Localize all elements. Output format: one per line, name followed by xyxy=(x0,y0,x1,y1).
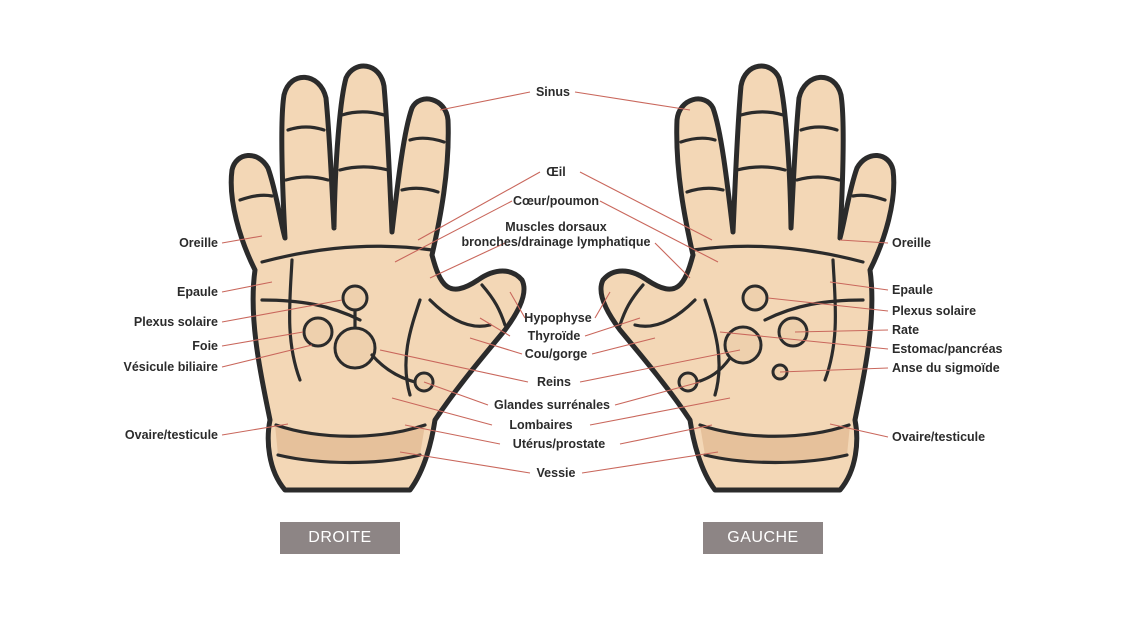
label-left-ovaire-testicule: Ovaire/testicule xyxy=(892,430,985,444)
label-coeur-poumon: Cœur/poumon xyxy=(513,194,599,208)
label-estomac-pancreas: Estomac/pancréas xyxy=(892,342,1003,356)
label-uterus-prostate: Utérus/prostate xyxy=(513,437,605,451)
label-vesicule-biliaire: Vésicule biliaire xyxy=(124,360,219,374)
label-left-epaule: Epaule xyxy=(892,283,933,297)
right-hand xyxy=(228,63,527,493)
label-right-oreille: Oreille xyxy=(179,236,218,250)
label-right-ovaire-testicule: Ovaire/testicule xyxy=(125,428,218,442)
label-thyroide: Thyroïde xyxy=(528,329,581,343)
label-muscles-dorsaux: Muscles dorsaux xyxy=(505,220,606,234)
label-vessie: Vessie xyxy=(537,466,576,480)
leader-lines xyxy=(221,91,889,474)
label-left-plexus-solaire: Plexus solaire xyxy=(892,304,976,318)
label-reins: Reins xyxy=(537,375,571,389)
label-rate: Rate xyxy=(892,323,919,337)
label-lombaires: Lombaires xyxy=(509,418,572,432)
label-foie: Foie xyxy=(192,339,218,353)
label-oeil: Œil xyxy=(546,165,565,179)
label-anse-du-sigmoide: Anse du sigmoïde xyxy=(892,361,1000,375)
caption-gauche: GAUCHE xyxy=(703,522,823,554)
zone-labels: Sinus Œil Cœur/poumon Muscles dorsaux br… xyxy=(124,85,1003,480)
label-hypophyse: Hypophyse xyxy=(524,311,591,325)
left-hand xyxy=(598,63,897,493)
label-right-epaule: Epaule xyxy=(177,285,218,299)
label-sinus: Sinus xyxy=(536,85,570,99)
label-glandes-surrenales: Glandes surrénales xyxy=(494,398,610,412)
caption-droite: DROITE xyxy=(280,522,400,554)
label-bronches: bronches/drainage lymphatique xyxy=(462,235,651,249)
label-left-oreille: Oreille xyxy=(892,236,931,250)
label-right-plexus-solaire: Plexus solaire xyxy=(134,315,218,329)
label-cou-gorge: Cou/gorge xyxy=(525,347,588,361)
